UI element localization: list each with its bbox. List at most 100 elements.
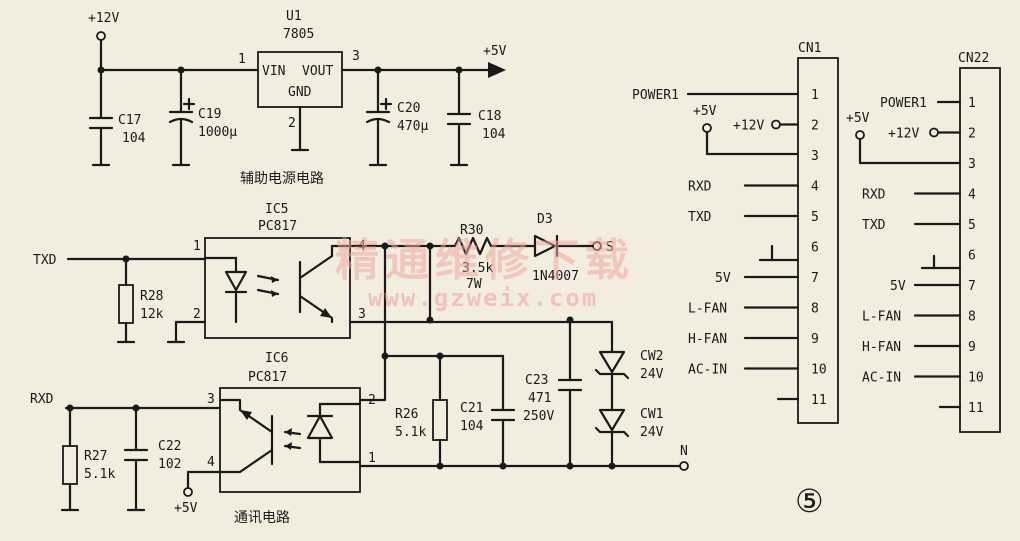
- c23-value: 471: [528, 391, 551, 406]
- ic6-v5-terminal: [183, 487, 193, 497]
- cw1-ref: CW1: [640, 407, 663, 422]
- c20-value: 470μ: [397, 119, 428, 134]
- cn1-body: [797, 57, 839, 424]
- c20-ref: C20: [397, 101, 420, 116]
- c23-voltage: 250V: [523, 409, 554, 424]
- cn22-v5-terminal: [855, 130, 865, 140]
- cn1-pin-label-4: RXD: [688, 180, 712, 195]
- watermark-text: 精通维修下载: [335, 235, 635, 286]
- comm-circuit: IC5 PC817 1 2 4 3 TXD R28 12k R30 3.5k: [30, 202, 689, 526]
- comm-title: 通讯电路: [234, 510, 290, 526]
- cn1-pin-label-2: +12V: [733, 119, 764, 134]
- cn1-pin-num-4: 4: [811, 180, 819, 195]
- c22-ref: C22: [158, 439, 181, 454]
- cn22-pin-label-5: TXD: [862, 218, 886, 233]
- ic6-pin1: 1: [368, 451, 376, 466]
- aux-title: 辅助电源电路: [240, 171, 324, 187]
- cn22-pin-num-1: 1: [968, 96, 976, 111]
- n-label: N: [680, 444, 688, 459]
- aux-power-circuit: +12V C17 104 C19 1000μ U1 7805 VIN VOUT …: [88, 9, 507, 187]
- ic6-pin2: 2: [368, 393, 376, 408]
- cn22-pin-label-1: POWER1: [880, 96, 927, 111]
- ic6-pin3: 3: [207, 392, 215, 407]
- cw1-value: 24V: [640, 425, 664, 440]
- ic5-optocoupler: [204, 237, 351, 339]
- cn1-v5-terminal: [702, 123, 712, 133]
- cn22-pin-num-6: 6: [968, 249, 976, 264]
- cn22-body: [959, 67, 1001, 433]
- v12-label: +12V: [88, 11, 119, 26]
- cn1-pin-label-5: TXD: [688, 210, 712, 225]
- cn22-pin-num-7: 7: [968, 279, 976, 294]
- cn22-pin-num-4: 4: [968, 188, 976, 203]
- ic5-pin2: 2: [193, 307, 201, 322]
- ic5-pin1: 1: [193, 239, 201, 254]
- cn1-v12-terminal: [771, 119, 781, 130]
- u1-gnd: GND: [288, 85, 312, 100]
- r30-value: 3.5k: [462, 261, 493, 276]
- ic5-ref: IC5: [265, 202, 288, 217]
- v5-label: +5V: [483, 44, 507, 59]
- r27-resistor: [62, 445, 78, 485]
- r26-ref: R26: [395, 407, 418, 422]
- cn22-pin-num-5: 5: [968, 218, 976, 233]
- u1-vin: VIN: [262, 64, 285, 79]
- u1-pin1: 1: [238, 52, 246, 67]
- r27-value: 5.1k: [84, 467, 115, 482]
- cn1-connector: CN1 1POWER12+12V34RXD5TXD675V8L-FAN9H-FA…: [632, 41, 839, 424]
- c22-value: 102: [158, 457, 181, 472]
- cn1-pin-num-2: 2: [811, 119, 819, 134]
- cn1-pin-num-5: 5: [811, 210, 819, 225]
- cn1-v5-label: +5V: [693, 104, 717, 119]
- r30-resistor: [428, 236, 537, 256]
- ic6-ref: IC6: [265, 351, 288, 366]
- c17-ref: C17: [118, 113, 141, 128]
- cn22-pin-num-3: 3: [968, 157, 976, 172]
- cn22-pin-num-9: 9: [968, 340, 976, 355]
- cn1-pin-label-8: L-FAN: [688, 302, 727, 317]
- cn22-pin-num-10: 10: [968, 371, 984, 386]
- cn22-ref: CN22: [958, 51, 989, 66]
- cn22-v5-label: +5V: [846, 111, 870, 126]
- cn22-pin-num-11: 11: [968, 401, 984, 416]
- c17-value: 104: [122, 131, 146, 146]
- c19-ref: C19: [198, 107, 221, 122]
- c23-ref: C23: [525, 373, 548, 388]
- r30-ref: R30: [460, 223, 483, 238]
- ic5-part: PC817: [258, 219, 297, 234]
- c19-value: 1000μ: [198, 125, 237, 140]
- cn1-ref: CN1: [798, 41, 821, 56]
- ic6-pin4: 4: [207, 455, 215, 470]
- cn22-pin-label-8: L-FAN: [862, 310, 901, 325]
- s-label: S: [606, 240, 614, 255]
- ic6-v5-label: +5V: [174, 501, 198, 516]
- cn1-pin-num-1: 1: [811, 88, 819, 103]
- cn22-pin-label-10: AC-IN: [862, 371, 901, 386]
- u1-pin3: 3: [352, 49, 360, 64]
- cn1-pin-label-9: H-FAN: [688, 332, 727, 347]
- d3-part: 1N4007: [532, 269, 579, 284]
- rxd-label: RXD: [30, 392, 54, 407]
- cn1-pin-num-7: 7: [811, 271, 819, 286]
- ic6-optocoupler: [219, 387, 361, 493]
- r28-ref: R28: [140, 289, 163, 304]
- c21-value: 104: [460, 419, 484, 434]
- cn22-pin-label-7: 5V: [890, 279, 906, 294]
- cn1-pin-num-6: 6: [811, 241, 819, 256]
- s-terminal: [592, 241, 602, 251]
- cw2-ref: CW2: [640, 349, 663, 364]
- cn1-pin-num-8: 8: [811, 302, 819, 317]
- cn1-pin-num-3: 3: [811, 149, 819, 164]
- cn1-pin-num-11: 11: [811, 393, 827, 408]
- cn22-pin-label-4: RXD: [862, 188, 886, 203]
- u1-part: 7805: [283, 27, 314, 42]
- cn22-pin-num-2: 2: [968, 127, 976, 142]
- r30-power: 7W: [466, 277, 482, 292]
- cn1-pin-label-10: AC-IN: [688, 363, 727, 378]
- cn1-pins: 1POWER12+12V34RXD5TXD675V8L-FAN9H-FAN10A…: [632, 88, 827, 408]
- r26-value: 5.1k: [395, 425, 426, 440]
- d3-ref: D3: [537, 212, 553, 227]
- r28-resistor: [118, 284, 134, 324]
- cn22-v12-terminal: [929, 127, 939, 138]
